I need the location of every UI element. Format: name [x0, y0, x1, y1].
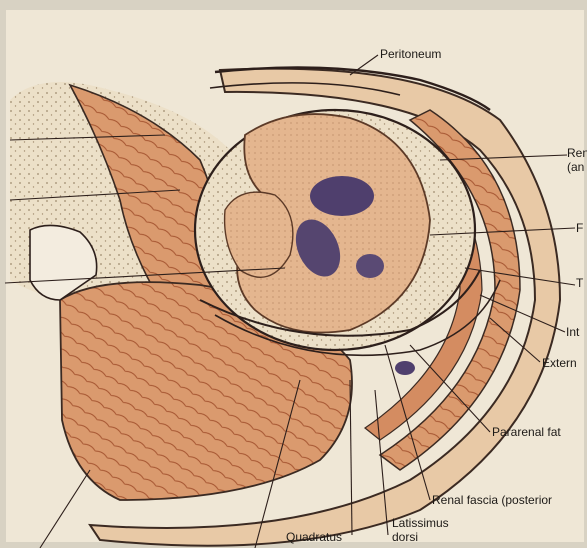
label-renal-fascia-posterior: Renal fascia (posterior	[432, 493, 552, 507]
label-quadratus: Quadratus	[286, 530, 342, 544]
label-internal-oblique: Int	[566, 325, 579, 339]
label-pararenal-fat: Pararenal fat	[492, 425, 561, 439]
renal-calyx-1	[310, 176, 374, 216]
renal-calyx-4	[395, 361, 415, 375]
label-external-oblique: Extern	[542, 356, 577, 370]
label-latissimus-dorsi: Latissimus dorsi	[392, 516, 449, 544]
label-perirenal-fat: F	[576, 221, 583, 235]
label-renal-fascia-anterior: Ren (an	[567, 146, 587, 174]
label-transversalis: T	[576, 276, 583, 290]
renal-calyx-3	[356, 254, 384, 278]
label-peritoneum: Peritoneum	[380, 47, 441, 61]
